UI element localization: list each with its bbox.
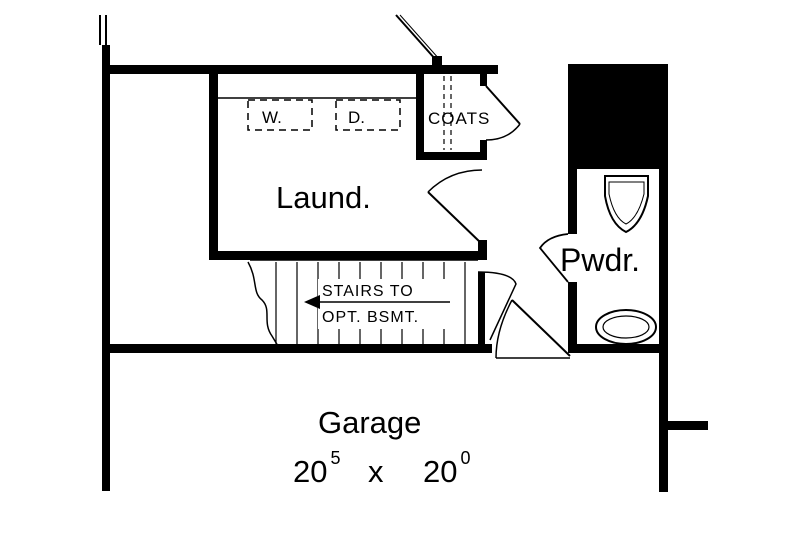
laundry-door <box>427 191 483 245</box>
powder-chase <box>577 64 668 169</box>
stair-arrow-icon <box>304 295 320 309</box>
sink-icon <box>595 309 657 345</box>
sink-basin <box>602 315 650 339</box>
diagonal-wall-top-2 <box>399 14 441 61</box>
wall-top-post <box>432 56 442 68</box>
wall-left-outer <box>102 45 110 491</box>
stair-door-swing <box>477 271 517 341</box>
washer-label: W. <box>262 108 282 127</box>
garage-door-leaf <box>511 299 571 357</box>
stairs-label-line1: STAIRS TO <box>322 283 414 300</box>
wall-coats-left <box>416 72 424 160</box>
wall-hall-post <box>478 240 487 260</box>
garage-length-inches: 0 <box>460 448 471 468</box>
wall-top <box>102 65 498 74</box>
wall-garage-top-right <box>568 344 668 353</box>
garage-dimension-times: x <box>368 454 384 489</box>
washer-outline <box>247 99 313 131</box>
powder-door-swing <box>538 233 569 283</box>
dryer-outline <box>335 99 401 131</box>
wall-stair-right <box>478 272 485 352</box>
wall-coats-right-bottom <box>480 140 487 160</box>
toilet-tank <box>608 181 645 225</box>
stair-break-line <box>247 261 279 347</box>
wall-garage-top-left <box>102 344 492 353</box>
wall-powder-left-bottom <box>568 282 577 352</box>
laundry-door-swing <box>427 169 483 193</box>
toilet-icon <box>604 175 649 234</box>
wall-powder-left-top <box>568 64 577 234</box>
wall-laundry-bottom <box>209 251 486 260</box>
laundry-label: Laund. <box>276 180 371 215</box>
diagonal-wall-top <box>395 14 437 61</box>
garage-door-swing <box>495 299 513 359</box>
wall-powder-right <box>659 64 668 352</box>
garage-length-feet: 20 <box>423 454 458 489</box>
coats-door-swing <box>485 123 521 141</box>
garage-label: Garage <box>318 405 422 440</box>
stair-label-mask <box>318 279 450 329</box>
wall-coats-right-stub <box>480 72 487 86</box>
wall-garage-right-stub <box>668 421 708 430</box>
dryer-label: D. <box>348 108 365 127</box>
garage-width-feet: 20 <box>293 454 328 489</box>
garage-width-inches: 5 <box>330 448 341 468</box>
wall-garage-right <box>659 344 668 492</box>
powder-room-label: Pwdr. <box>560 242 641 278</box>
coats-door <box>485 85 521 125</box>
stairs-label-line2: OPT. BSMT. <box>322 309 420 326</box>
wall-coats-bottom <box>416 152 486 160</box>
wall-laundry-left <box>209 72 218 260</box>
coats-closet-label: COATS <box>428 109 491 128</box>
